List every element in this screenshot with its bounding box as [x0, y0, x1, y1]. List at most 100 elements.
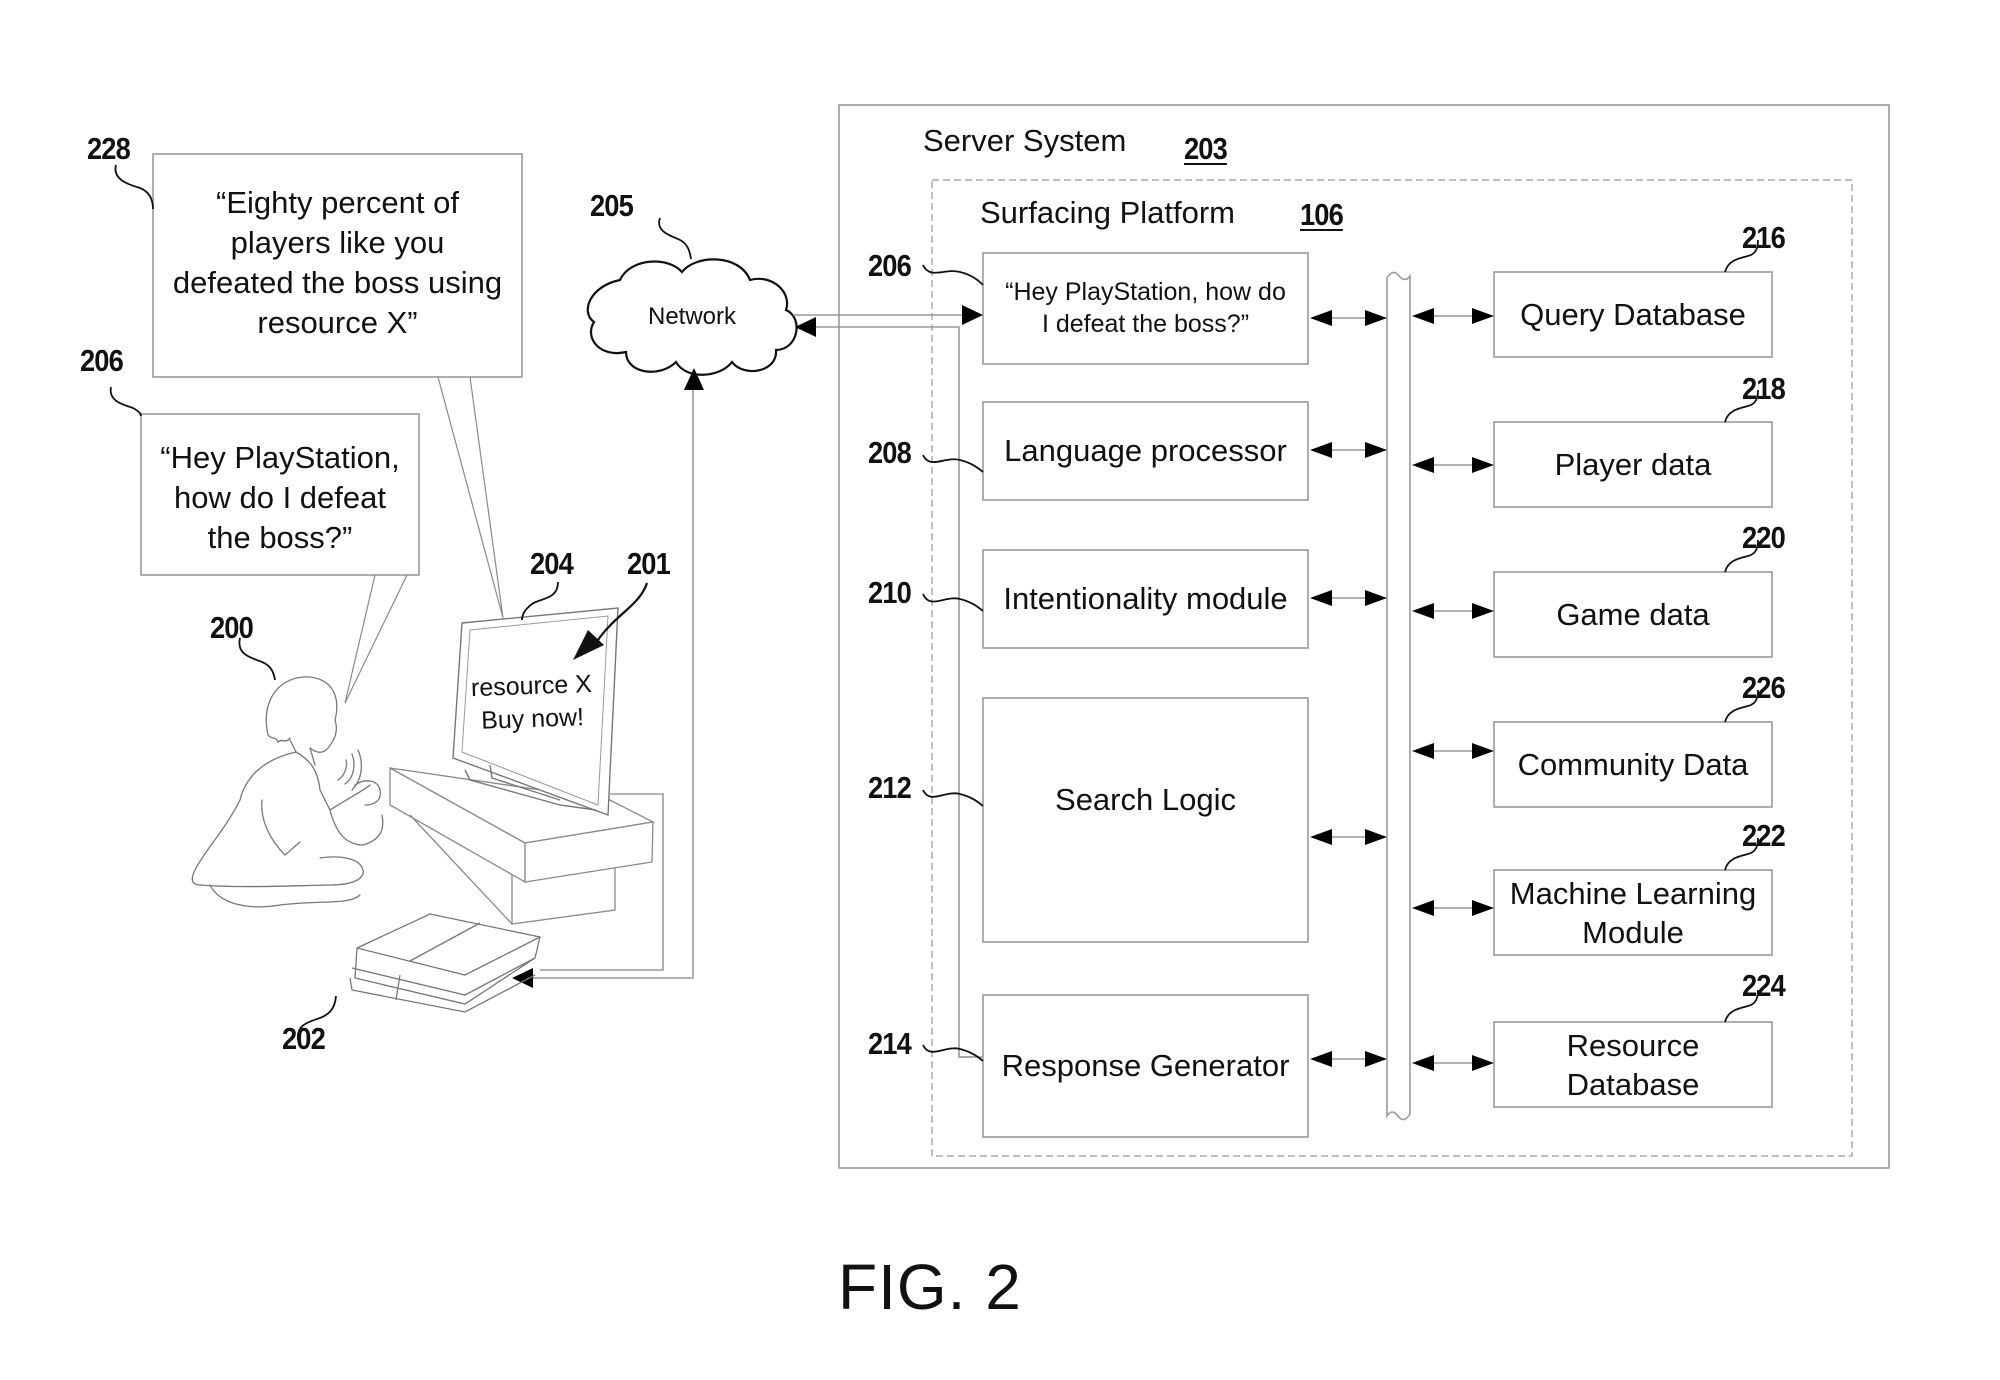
arrowhead-left: [1412, 308, 1434, 324]
data-store-box-226: [1493, 721, 1773, 808]
module-text: Language processor: [1004, 432, 1287, 468]
arrowhead-right: [1365, 310, 1387, 326]
module-box-214: [982, 994, 1309, 1138]
data-store-text: Machine Learning: [1509, 875, 1757, 911]
response-line-3: defeated the boss using: [172, 265, 503, 300]
arrowhead-left: [1412, 457, 1434, 473]
module-bus-arrow-210: [1310, 590, 1387, 606]
data-store-box-216: [1493, 271, 1773, 358]
module-ref-label: 206: [868, 248, 912, 283]
leader-224: [1724, 989, 1759, 1023]
surfacing-platform-ref: 106: [1300, 197, 1344, 232]
module-bus-arrow-214: [1310, 1051, 1387, 1067]
data-store-ref-label: 222: [1742, 818, 1786, 853]
arrowhead-right: [1472, 457, 1494, 473]
data-store-text: Resource: [1566, 1027, 1700, 1063]
module-text: Search Logic: [1055, 781, 1236, 817]
server-system-box: [838, 104, 1890, 1169]
ref-label-ad: 201: [627, 546, 671, 581]
data-store-box-222: [1493, 869, 1773, 956]
query-line-3: the boss?”: [207, 520, 353, 555]
data-store-ref-label: 216: [1742, 220, 1786, 255]
data-store-text: Community Data: [1517, 747, 1749, 782]
ref-label-query-bubble: 206: [80, 343, 124, 378]
response-to-network-arrowhead: [795, 317, 816, 337]
response-bubble-box: [152, 153, 523, 378]
surfacing-platform-title: Surfacing Platform: [980, 195, 1235, 230]
leader-222: [1724, 837, 1759, 871]
surfacing-platform-box: [931, 179, 1853, 1157]
bus-store-arrow-222: [1412, 900, 1494, 916]
ref-label-user: 200: [210, 610, 254, 645]
arrowhead-left: [1412, 1055, 1434, 1071]
module-boxes: [982, 252, 1309, 1138]
ref-label-console: 202: [282, 1021, 326, 1056]
data-store-text: Game data: [1556, 597, 1710, 632]
module-ref-label: 208: [868, 435, 912, 470]
response-line-1: “Eighty percent of: [216, 185, 459, 220]
module-210: Intentionality module: [983, 550, 1308, 648]
module-ref-label: 214: [868, 1026, 912, 1061]
data-store-box-218: [1493, 421, 1773, 508]
bus-store-arrow-216: [1412, 308, 1494, 324]
leader-220: [1724, 539, 1759, 573]
system-bus: [1386, 271, 1411, 1121]
arrowhead-left: [1310, 310, 1332, 326]
reference-leaders: [109, 164, 984, 1062]
response-bubble-text: “Eighty percent of players like you defe…: [153, 183, 522, 343]
display-device: [452, 607, 619, 816]
response-return-line: [815, 326, 982, 1058]
arrowhead-right: [1472, 603, 1494, 619]
arrowhead-right: [1472, 743, 1494, 759]
ref-label-network: 205: [590, 188, 634, 223]
leader-226: [1724, 689, 1759, 723]
module-bus-arrow-212: [1310, 829, 1387, 845]
data-store-226: Community Data: [1494, 722, 1772, 807]
arrowhead-right: [1472, 308, 1494, 324]
figure-caption: FIG. 2: [838, 1251, 1022, 1323]
leader-216: [1724, 239, 1759, 273]
data-store-text: Database: [1566, 1066, 1700, 1102]
query-bubble-text: “Hey PlayStation, how do I defeat the bo…: [141, 438, 419, 558]
module-214: Response Generator: [983, 995, 1308, 1137]
console-to-network-arrowhead: [684, 368, 704, 390]
data-store-216: Query Database: [1494, 272, 1772, 357]
module-box-206: [982, 252, 1309, 365]
user-figure: [191, 676, 384, 908]
ref-label-response-bubble: 228: [87, 131, 131, 166]
data-store-ref-label: 224: [1742, 968, 1786, 1003]
ad-callout-arrowhead: [573, 630, 604, 660]
game-console: [349, 913, 541, 1013]
module-ref-label: 210: [868, 575, 912, 610]
module-ref-label: 212: [868, 770, 912, 805]
data-store-218: Player data: [1494, 422, 1772, 507]
arrowhead-right: [1365, 1051, 1387, 1067]
bus-store-arrow-224: [1412, 1055, 1494, 1071]
network-cloud: [586, 258, 798, 376]
arrowhead-left: [1310, 829, 1332, 845]
data-store-leaders: [1724, 239, 1759, 1023]
arrowhead-right: [1365, 442, 1387, 458]
module-bus-arrow-208: [1310, 442, 1387, 458]
data-store-text: Module: [1582, 914, 1684, 950]
arrowhead-right: [1365, 829, 1387, 845]
data-store-text: Player data: [1554, 447, 1712, 482]
module-box-208: [982, 401, 1309, 501]
bus-store-arrow-218: [1412, 457, 1494, 473]
network-to-console-arrowhead: [512, 968, 533, 988]
data-store-text: Query Database: [1520, 297, 1746, 332]
data-store-box-224: [1493, 1021, 1773, 1108]
arrowhead-right: [1365, 590, 1387, 606]
ad-callout-arrow: [597, 582, 649, 641]
bus-store-arrow-220: [1412, 603, 1494, 619]
module-box-212: [982, 697, 1309, 943]
server-system-ref: 203: [1184, 131, 1228, 166]
network-to-query-arrowhead: [962, 305, 983, 325]
module-text: I defeat the boss?”: [1041, 309, 1250, 338]
data-store-boxes: [1493, 271, 1773, 1108]
response-line-2: players like you: [230, 225, 445, 260]
